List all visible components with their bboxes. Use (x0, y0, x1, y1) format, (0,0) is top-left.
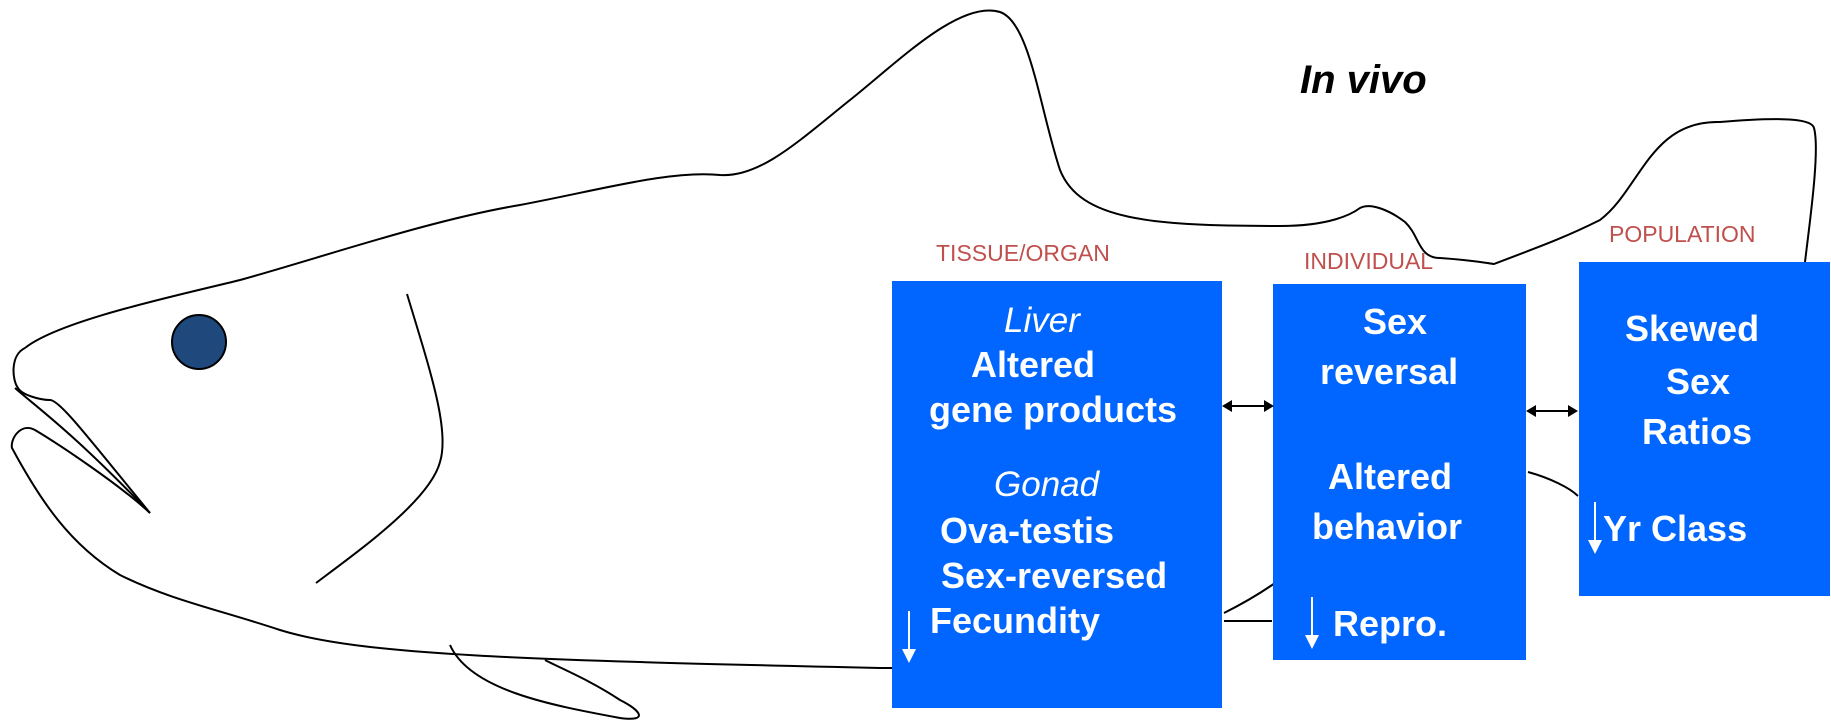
individual-repro-text: Repro. (1333, 603, 1448, 644)
gonad-sex-reversed-text: Sex-reversed (941, 555, 1168, 596)
liver-altered-text: Altered (971, 344, 1096, 385)
diagram-title: In vivo (1300, 58, 1427, 102)
population-sex-text: Sex (1666, 361, 1731, 402)
fish-gill-line (315, 293, 444, 584)
population-yr-class-text: Yr Class (1603, 508, 1748, 549)
level-label-population: POPULATION (1609, 221, 1756, 247)
population-skewed-text: Skewed (1625, 308, 1760, 349)
decrease-arrow-icon (902, 611, 916, 663)
connector-line-individual-population (1527, 471, 1579, 497)
population-box: Skewed Sex Ratios Yr Class (1579, 262, 1830, 596)
individual-sex-text: Sex (1363, 301, 1428, 342)
fish-eye (171, 314, 227, 370)
liver-heading: Liver (1004, 301, 1080, 340)
gonad-fecundity-text: Fecundity (930, 600, 1101, 641)
fish-pelvic-fin (449, 644, 640, 720)
liver-gene-products-text: gene products (929, 389, 1178, 430)
individual-reversal-text: reversal (1320, 351, 1459, 392)
individual-box: Sex reversal Altered behavior Repro. (1273, 284, 1526, 660)
level-label-tissue: TISSUE/ORGAN (936, 240, 1110, 266)
double-arrow-icon-tissue-individual (1222, 400, 1274, 412)
decrease-arrow-icon (1305, 597, 1319, 649)
gonad-ova-testis-text: Ova-testis (940, 510, 1115, 551)
double-arrow-icon-individual-population (1526, 405, 1578, 417)
fish-body-outline (24, 9, 1817, 349)
fish-jaw-line (14, 387, 151, 514)
decrease-arrow-icon (1588, 502, 1602, 554)
fish-snout-outline (10, 347, 905, 669)
connector-line-tissue-individual-1 (1223, 582, 1276, 614)
tissue-organ-box: Liver Altered gene products Gonad Ova-te… (892, 281, 1222, 708)
level-label-individual: INDIVIDUAL (1304, 248, 1434, 274)
individual-altered-text: Altered (1328, 456, 1453, 497)
population-ratios-text: Ratios (1642, 411, 1753, 452)
gonad-heading: Gonad (994, 465, 1100, 504)
individual-behavior-text: behavior (1312, 506, 1463, 547)
